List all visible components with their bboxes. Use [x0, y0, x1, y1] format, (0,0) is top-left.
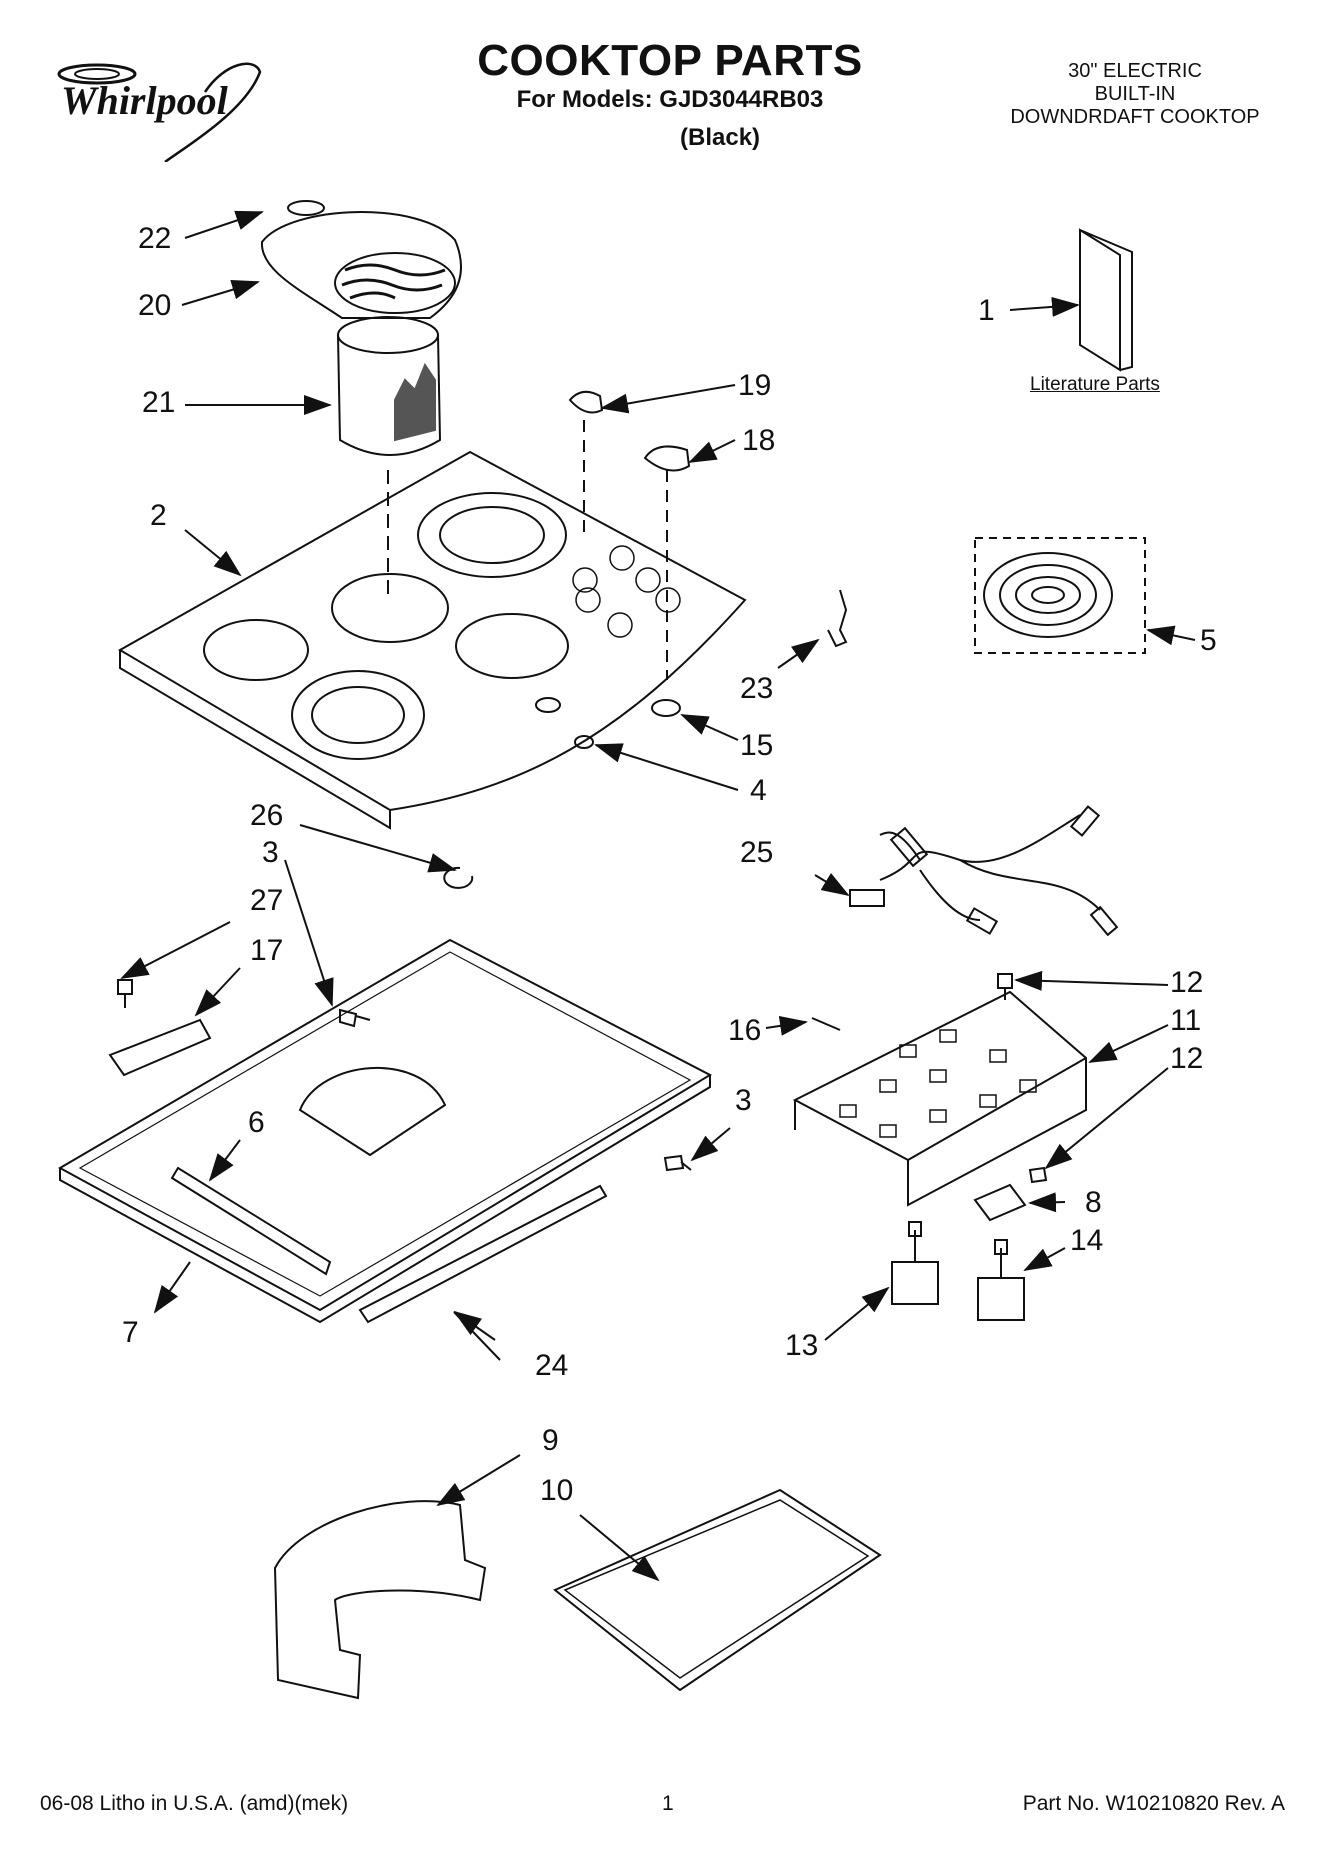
part-22-cap — [287, 200, 325, 216]
footer-part-number: Part No. W10210820 Rev. A — [1022, 1792, 1285, 1815]
part-12-screw — [997, 973, 1013, 1000]
part-26-clip — [443, 866, 474, 889]
callout-25: 25 — [740, 836, 773, 869]
spec-line-2: BUILT-IN — [1094, 83, 1176, 105]
part-11-control-box — [792, 990, 1087, 1207]
spec-line-1: 30" ELECTRIC — [1068, 60, 1202, 82]
callout-1: 1 — [978, 294, 995, 327]
part-3-screw — [339, 1008, 371, 1028]
callout-16: 16 — [728, 1014, 761, 1047]
part-18-knob — [643, 445, 691, 472]
callout-5: 5 — [1200, 624, 1217, 657]
callout-11: 11 — [1170, 1004, 1201, 1037]
callout-15: 15 — [740, 729, 773, 762]
product-spec: 30" ELECTRIC BUILT-IN DOWNDRDAFT COOKTOP — [985, 60, 1285, 129]
callout-23: 23 — [740, 672, 773, 705]
models-line: For Models: GJD3044RB03 — [516, 86, 824, 113]
part-25-wire-harness — [879, 814, 1101, 921]
callout-18: 18 — [742, 424, 775, 457]
callout-9: 9 — [542, 1424, 559, 1457]
part-24-strip — [358, 1184, 608, 1324]
part-13-switch — [891, 1221, 939, 1305]
spec-line-3: DOWNDRDAFT COOKTOP — [1010, 106, 1260, 128]
callout-12-b: 12 — [1170, 1042, 1203, 1075]
callout-14: 14 — [1070, 1224, 1103, 1257]
callout-21: 21 — [142, 386, 175, 419]
part-23-clip — [827, 589, 848, 648]
callout-12: 12 — [1170, 966, 1203, 999]
callout-20: 20 — [138, 289, 171, 322]
part-6-strip — [170, 1166, 332, 1276]
part-14-switch — [977, 1239, 1025, 1321]
callout-24: 24 — [535, 1349, 568, 1382]
part-21-filter — [337, 316, 442, 456]
whirlpool-logo: Whirlpool — [57, 62, 262, 162]
callout-13: 13 — [785, 1329, 818, 1362]
callout-3: 3 — [262, 836, 279, 869]
part-20-vent-cover — [260, 211, 462, 319]
callout-27: 27 — [250, 884, 283, 917]
color-label: (Black) — [680, 124, 761, 151]
page-title: COOKTOP PARTS — [477, 36, 863, 85]
callout-8: 8 — [1085, 1186, 1102, 1219]
callout-2: 2 — [150, 499, 167, 532]
callout-6: 6 — [248, 1106, 265, 1139]
callout-19: 19 — [738, 369, 771, 402]
brand-wordmark: Whirlpool — [61, 78, 229, 123]
part-3-screw-b — [663, 1154, 692, 1172]
part-17-bracket — [108, 1018, 212, 1077]
callout-22: 22 — [138, 222, 171, 255]
part-5-element-box — [974, 537, 1146, 654]
part-1-literature — [1079, 228, 1133, 372]
part-9-shroud — [273, 1500, 487, 1700]
part-12-screw-b — [1028, 1166, 1048, 1184]
part-19-knob — [568, 390, 604, 414]
part-16-clip — [811, 1017, 841, 1031]
part-27-screw — [117, 979, 133, 1008]
part-10-tray — [553, 1488, 882, 1692]
callout-17: 17 — [250, 934, 283, 967]
callout-26: 26 — [250, 799, 283, 832]
callout-7: 7 — [122, 1316, 139, 1349]
part-8-plate — [973, 1183, 1027, 1222]
part-7-cutout — [298, 1066, 447, 1157]
callout-10: 10 — [540, 1474, 573, 1507]
part-15-grommet — [651, 699, 681, 717]
callout-4: 4 — [750, 774, 767, 807]
callout-3-b: 3 — [735, 1084, 752, 1117]
footer-litho: 06-08 Litho in U.S.A. (amd)(mek) — [40, 1792, 349, 1815]
footer-page-number: 1 — [662, 1792, 674, 1815]
part-4-grommet — [574, 735, 594, 749]
literature-parts-label: Literature Parts — [1030, 374, 1160, 395]
